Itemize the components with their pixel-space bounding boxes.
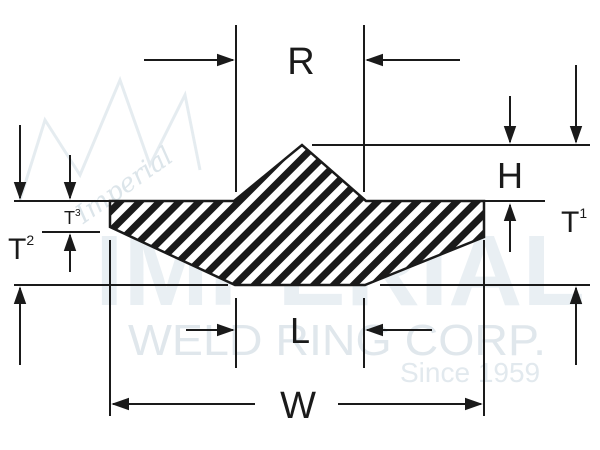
label-t2: T2 [8, 232, 34, 266]
label-t3: T3 [64, 208, 81, 228]
dimension-arrows [13, 53, 583, 411]
crown-icon [18, 75, 202, 201]
watermark-company: WELD RING CORP. [128, 316, 546, 365]
ring-cross-section [108, 143, 486, 287]
label-h: H [497, 155, 523, 196]
label-w: W [280, 385, 316, 427]
label-l: L [290, 310, 310, 351]
label-r: R [287, 41, 314, 83]
extension-lines [14, 25, 590, 416]
watermark-since: Since 1959 [400, 357, 540, 388]
label-t1: T1 [561, 205, 587, 239]
